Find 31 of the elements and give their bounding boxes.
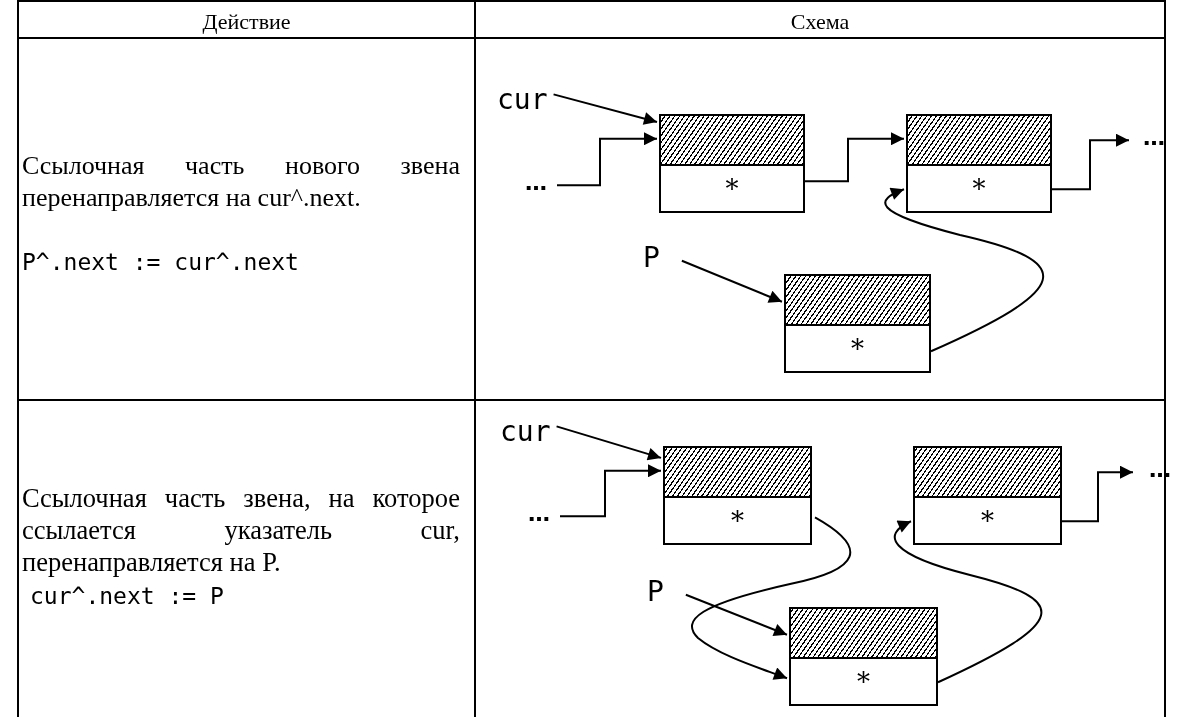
list-node-box: * [659,114,805,213]
list-node-box: * [663,446,812,545]
action-description: Ссылочная часть нового звена перенаправляется на cur^.next. [22,150,460,214]
pointer-label: cur [500,418,551,446]
ellipsis: … [1143,127,1165,149]
arrow [552,93,658,125]
ellipsis: … [528,503,550,525]
arrow [680,259,783,303]
arrow [691,516,852,680]
action-description: Ссылочная часть звена, на которое ссылается указатель cur, перенаправляется на P. [22,482,460,578]
arrow [684,593,788,636]
list-node-box: * [913,446,1062,545]
arrow [1061,465,1134,523]
code-statement: cur^.next := P [30,582,225,611]
column-header: Действие [201,8,292,36]
column-header: Схема [789,8,851,36]
arrow [884,188,1044,353]
pointer-label: P [643,244,660,272]
arrow [555,425,662,461]
list-node-box: * [789,607,938,706]
arrow [556,132,658,187]
list-node-box: * [784,274,931,373]
arrow [804,132,905,183]
list-node-box: * [906,114,1052,213]
ellipsis: … [525,172,547,194]
pointer-label: cur [497,86,548,114]
arrow [1051,133,1130,191]
pointer-label: P [647,578,664,606]
code-statement: P^.next := cur^.next [22,248,300,277]
arrow [893,520,1042,684]
arrow [559,464,662,518]
